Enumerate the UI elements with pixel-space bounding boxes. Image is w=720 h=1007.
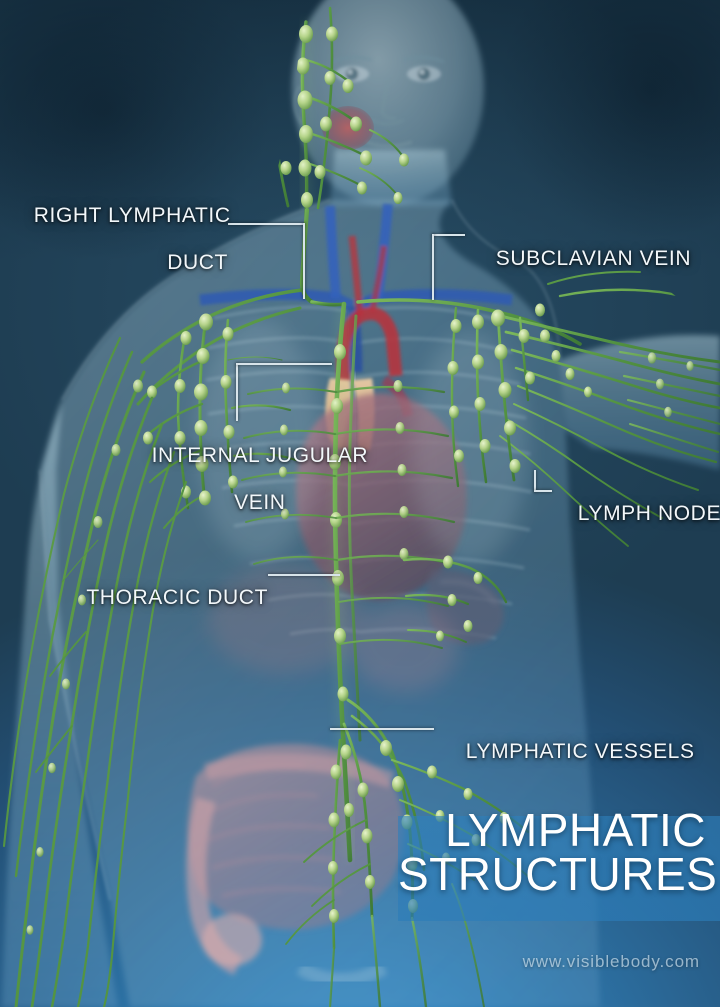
- watermark-url-text: www.visiblebody.com: [522, 952, 700, 971]
- title-line-2: STRUCTURES: [398, 848, 718, 901]
- label-internal-jugular-line1: INTERNAL JUGULAR: [151, 443, 369, 467]
- leader-subclavian-vein-vertical: [432, 234, 434, 300]
- left-arm-lymphatics: [618, 350, 720, 453]
- intercostal-nodes: [279, 380, 409, 560]
- leader-lymph-node-horizontal: [534, 490, 552, 492]
- right-arm-nodes: [26, 379, 143, 935]
- lymphatic-network: [2, 6, 720, 1007]
- leader-lymph-node-vertical: [534, 470, 536, 492]
- label-subclavian-vein-text: SUBCLAVIAN VEIN: [495, 246, 692, 270]
- right-axillary-nodes: [143, 313, 238, 506]
- leader-right-lymphatic-duct-horizontal: [228, 223, 305, 225]
- label-right-lymphatic-duct-line2: DUCT: [167, 250, 228, 274]
- leader-internal-jugular-horizontal: [236, 363, 332, 365]
- splenic-nodes: [436, 555, 483, 642]
- left-axillary-chain: [356, 270, 720, 547]
- upper-abdominal-organs: [208, 566, 458, 692]
- label-lymphatic-vessels-text: LYMPHATIC VESSELS: [465, 739, 695, 763]
- parotid-gland-highlight: [322, 106, 374, 150]
- leader-lymphatic-vessels: [330, 728, 434, 730]
- lymphatic-glow: [300, 21, 354, 861]
- label-lymphatic-vessels: LYMPHATIC VESSELS: [440, 716, 695, 787]
- label-thoracic-duct: THORACIC DUCT: [38, 562, 268, 633]
- label-internal-jugular-line2: VEIN: [234, 490, 286, 514]
- label-right-lymphatic-duct: RIGHT LYMPHATIC DUCT: [8, 180, 231, 298]
- right-arm-lymphatics: [2, 336, 188, 1007]
- title-plate-background: [398, 816, 720, 921]
- label-right-lymphatic-duct-line1: RIGHT LYMPHATIC: [33, 203, 231, 227]
- watermark-url: www.visiblebody.com: [400, 952, 700, 972]
- label-thoracic-duct-text: THORACIC DUCT: [86, 585, 268, 609]
- title-line-1: LYMPHATIC: [445, 804, 706, 856]
- left-axillary-nodes: [447, 303, 592, 473]
- label-subclavian-vein: SUBCLAVIAN VEIN: [470, 223, 691, 294]
- leader-internal-jugular-vertical: [236, 363, 238, 421]
- leader-subclavian-vein-horizontal: [432, 234, 465, 236]
- label-lymph-node-text: LYMPH NODE: [577, 501, 720, 525]
- label-lymph-node: LYMPH NODE: [552, 478, 720, 549]
- leader-thoracic-duct: [268, 574, 340, 576]
- leader-right-lymphatic-duct-vertical: [303, 223, 305, 299]
- label-internal-jugular-vein: INTERNAL JUGULAR VEIN: [122, 420, 372, 538]
- left-arm-nodes: [647, 352, 694, 418]
- pelvis: [296, 961, 388, 987]
- title-block: LYMPHATIC STRUCTURES: [398, 804, 718, 901]
